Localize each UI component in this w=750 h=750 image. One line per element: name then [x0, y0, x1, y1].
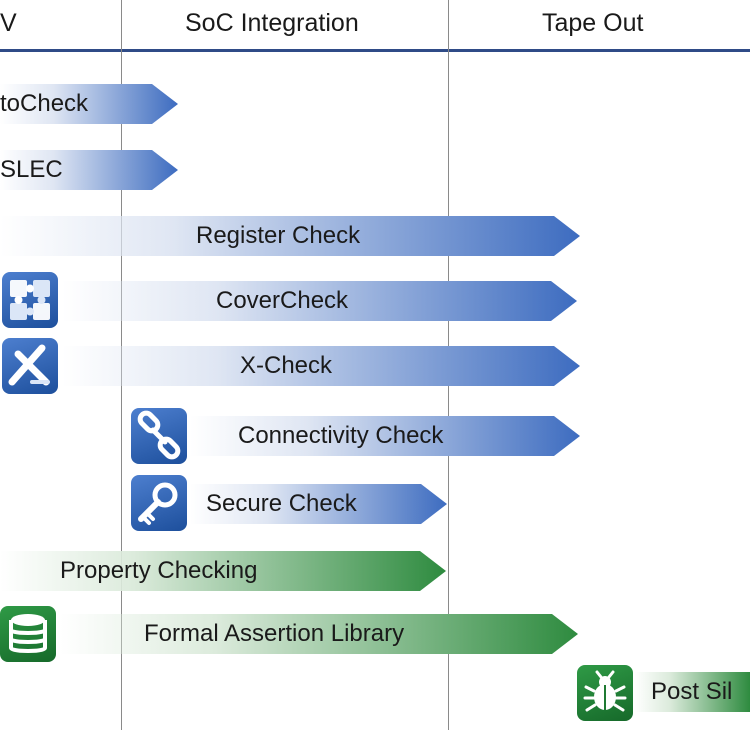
- puzzle-icon: [2, 272, 58, 328]
- autocheck-label: toCheck: [0, 90, 89, 117]
- property-checking-label: Property Checking: [60, 557, 258, 584]
- x-check-label: X-Check: [240, 352, 333, 379]
- x-check-icon: [2, 338, 58, 394]
- register-check-arrow: [0, 216, 580, 256]
- covercheck-label: CoverCheck: [216, 287, 349, 314]
- connectivity-check-arrow: [190, 416, 580, 456]
- phase-label-tape-out: Tape Out: [542, 9, 644, 37]
- covercheck-arrow: [62, 281, 577, 321]
- formal-assertion-library-label: Formal Assertion Library: [144, 620, 405, 647]
- database-icon: [0, 606, 56, 662]
- chain-link-icon: [131, 408, 187, 464]
- secure-check-label: Secure Check: [206, 490, 357, 517]
- formal-assertion-library-arrow: [60, 614, 578, 654]
- connectivity-check-label: Connectivity Check: [238, 422, 444, 449]
- header-rule: [0, 49, 750, 52]
- slec-label: SLEC: [0, 156, 63, 183]
- phase-label-soc-integration: SoC Integration: [185, 9, 359, 37]
- autocheck-arrow: [0, 84, 178, 124]
- bug-icon: [577, 665, 633, 721]
- post-silicon-arrow: [635, 672, 750, 712]
- post-silicon-label: Post Sil: [651, 678, 733, 705]
- property-checking-arrow: [0, 551, 446, 591]
- x-check-arrow: [62, 346, 580, 386]
- key-icon: [131, 475, 187, 531]
- register-check-label: Register Check: [196, 222, 361, 249]
- secure-check-arrow: [190, 484, 447, 524]
- slec-arrow: [0, 150, 178, 190]
- phase-label-v: V: [0, 9, 17, 37]
